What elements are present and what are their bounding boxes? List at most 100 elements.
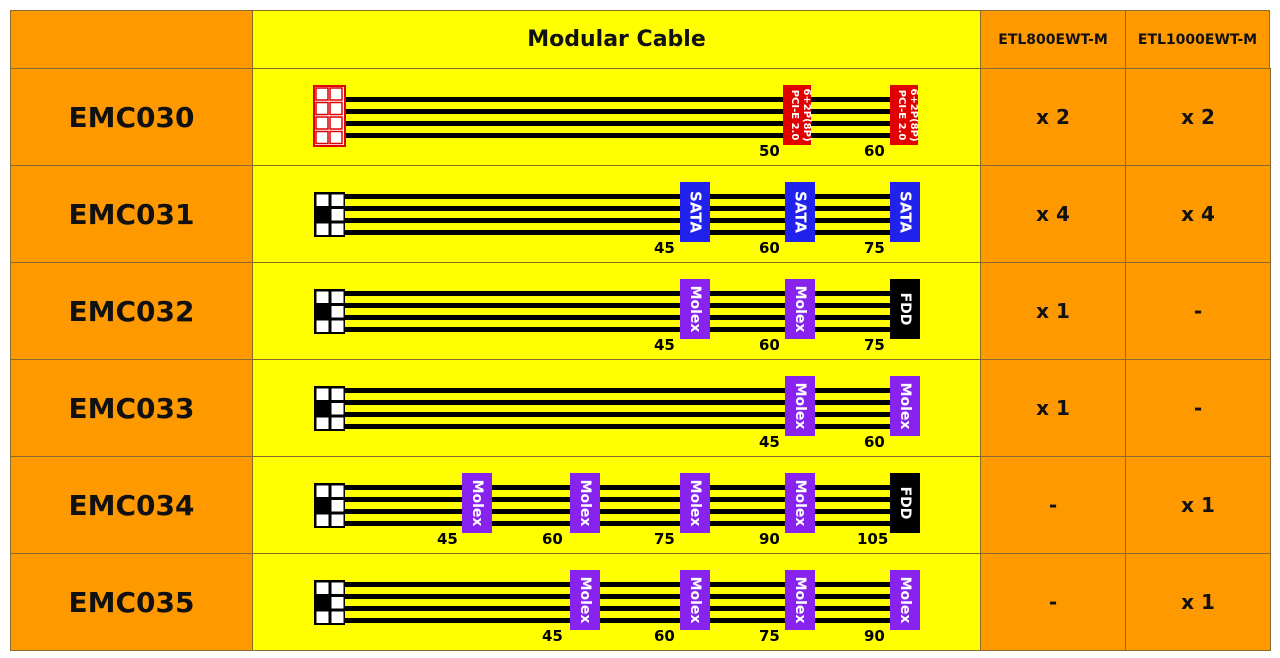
cable-length-label: 75 <box>864 239 885 257</box>
row-code: EMC034 <box>10 456 253 554</box>
header-model-etl800: ETL800EWT-M <box>980 10 1126 69</box>
plug-connector <box>313 85 346 147</box>
wire <box>345 315 910 320</box>
wire <box>345 133 910 138</box>
sata-connector: SATA <box>680 182 710 242</box>
qty-etl1000: - <box>1125 262 1271 360</box>
wire <box>345 121 910 126</box>
wire <box>345 412 910 417</box>
wire <box>345 424 910 429</box>
connector-label: Molex <box>897 577 913 624</box>
wire <box>345 582 910 587</box>
molex-connector: Molex <box>462 473 492 533</box>
cable-length-label: 45 <box>542 627 563 645</box>
row-cable-cell <box>252 456 981 554</box>
connector-label: SATA <box>792 191 810 233</box>
wire <box>345 218 910 223</box>
molex-connector: Molex <box>785 279 815 339</box>
molex-connector: Molex <box>890 376 920 436</box>
sata-connector: SATA <box>890 182 920 242</box>
connector-label: SATA <box>897 191 915 233</box>
wire <box>345 521 910 526</box>
connector-label: PCI-E 2.0 <box>896 90 907 141</box>
wire <box>345 194 910 199</box>
cable-EMC031: SATA 45 SATA 60 SATA 75 <box>314 182 920 257</box>
qty-etl800: x 4 <box>980 165 1126 263</box>
wire <box>345 509 910 514</box>
header-cable-title: Modular Cable <box>252 10 981 69</box>
molex-connector: Molex <box>680 279 710 339</box>
cable-EMC033: Molex 45 Molex 60 <box>314 376 920 451</box>
connector-label: Molex <box>469 480 485 527</box>
cable-length-label: 60 <box>864 433 885 451</box>
cable-length-label: 45 <box>654 336 675 354</box>
connector-label: Molex <box>792 383 808 430</box>
qty-etl1000: x 1 <box>1125 456 1271 554</box>
connector-label: FDD <box>897 293 913 326</box>
connector-label: Molex <box>792 286 808 333</box>
row-code: EMC032 <box>10 262 253 360</box>
row-cable-cell <box>252 68 981 166</box>
plug-connector <box>314 386 345 431</box>
cable-length-label: 75 <box>654 530 675 548</box>
wire <box>345 606 910 611</box>
connector-label: Molex <box>792 577 808 624</box>
molex-connector: Molex <box>785 473 815 533</box>
row-code: EMC030 <box>10 68 253 166</box>
wire <box>345 327 910 332</box>
connector-label: 6+2P(8P) <box>908 88 919 141</box>
row-code: EMC035 <box>10 553 253 651</box>
row-code: EMC031 <box>10 165 253 263</box>
wire <box>345 206 910 211</box>
cable-length-label: 45 <box>437 530 458 548</box>
connector-label: Molex <box>577 480 593 527</box>
connector-label: Molex <box>687 286 703 333</box>
wire <box>345 497 910 502</box>
row-code: EMC033 <box>10 359 253 457</box>
wire <box>345 291 910 296</box>
connector-label: Molex <box>897 383 913 430</box>
cable-length-label: 45 <box>654 239 675 257</box>
molex-connector: Molex <box>680 473 710 533</box>
qty-etl800: - <box>980 456 1126 554</box>
wire <box>345 230 910 235</box>
header-model-etl1000: ETL1000EWT-M <box>1125 10 1270 69</box>
connector-label: Molex <box>687 577 703 624</box>
cable-length-label: 60 <box>759 239 780 257</box>
molex-connector: Molex <box>785 570 815 630</box>
qty-etl1000: x 1 <box>1125 553 1271 651</box>
cable-length-label: 60 <box>654 627 675 645</box>
wire <box>345 485 910 490</box>
connector-label: Molex <box>792 480 808 527</box>
plug-connector <box>314 580 345 625</box>
cable-length-label: 75 <box>759 627 780 645</box>
wire <box>345 109 910 114</box>
wire <box>345 388 910 393</box>
row-cable-cell <box>252 359 981 457</box>
fdd-connector: FDD <box>890 279 920 339</box>
qty-etl800: x 1 <box>980 359 1126 457</box>
wire <box>345 400 910 405</box>
molex-connector: Molex <box>570 473 600 533</box>
sata-connector: SATA <box>785 182 815 242</box>
qty-etl1000: x 2 <box>1125 68 1271 166</box>
cable-length-label: 60 <box>542 530 563 548</box>
wire <box>345 303 910 308</box>
cable-length-label: 105 <box>857 530 888 548</box>
molex-connector: Molex <box>785 376 815 436</box>
connector-label: SATA <box>687 191 705 233</box>
cable-length-label: 45 <box>759 433 780 451</box>
plug-connector <box>314 483 345 528</box>
wire <box>345 618 910 623</box>
qty-etl1000: - <box>1125 359 1271 457</box>
molex-connector: Molex <box>890 570 920 630</box>
molex-connector: Molex <box>570 570 600 630</box>
cable-length-label: 75 <box>864 336 885 354</box>
qty-etl800: - <box>980 553 1126 651</box>
qty-etl1000: x 4 <box>1125 165 1271 263</box>
